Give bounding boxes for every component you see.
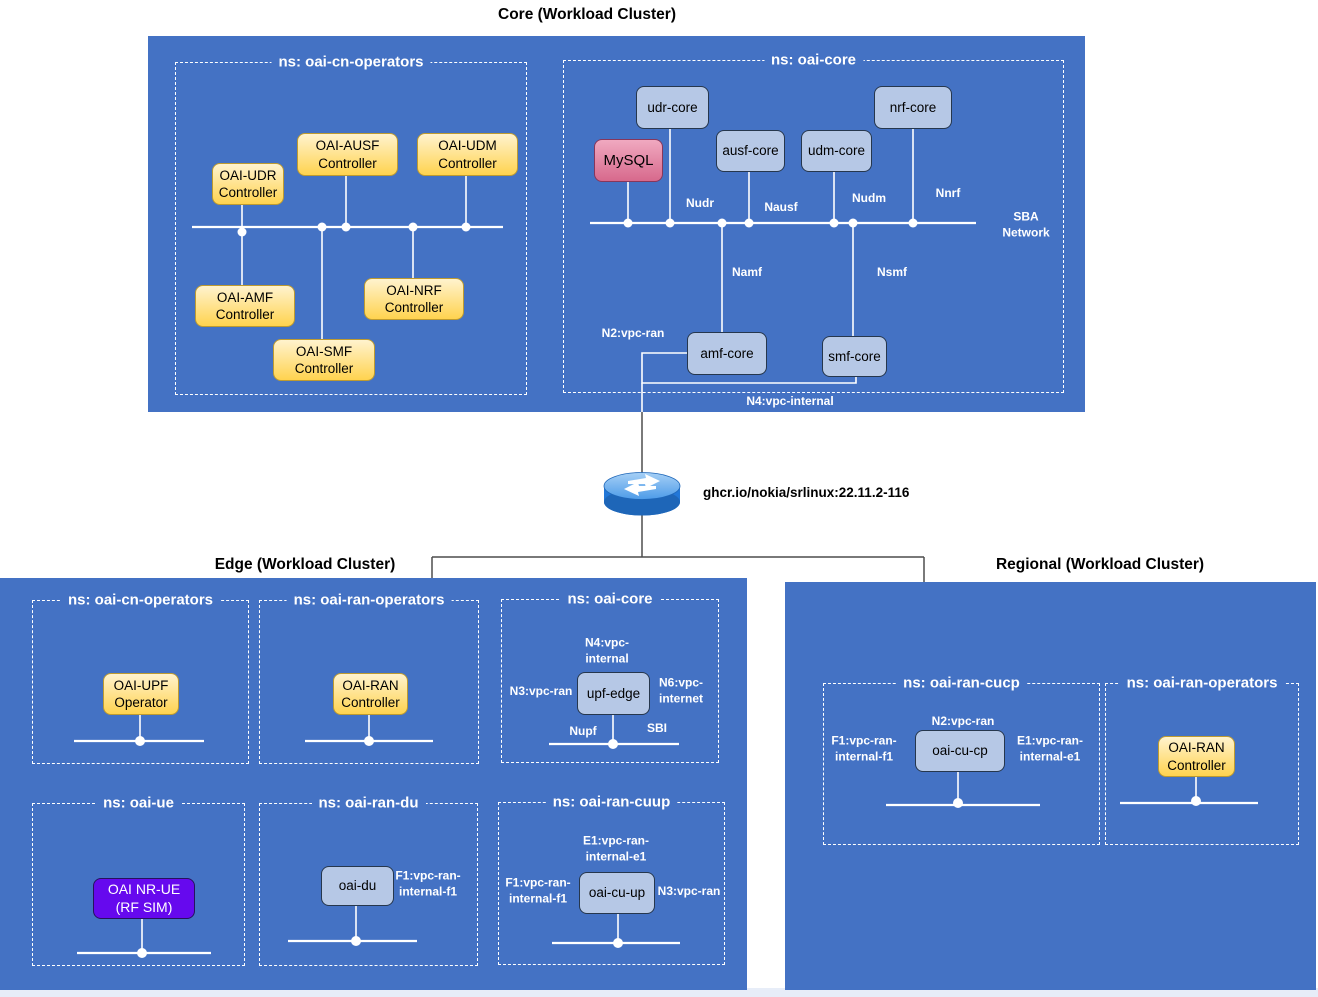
ns-edge-ran-du: ns: oai-ran-du bbox=[259, 794, 478, 966]
node-nrf-core: nrf-core bbox=[874, 86, 952, 129]
label-edge-n3-vpc-ran: N3:vpc-ran bbox=[509, 684, 573, 699]
label-n2-vpc-ran: N2:vpc-ran bbox=[601, 326, 665, 341]
ns-core-cn-operators: ns: oai-cn-operators bbox=[175, 53, 527, 395]
edge-cluster-box bbox=[0, 578, 747, 990]
label-nausf: Nausf bbox=[764, 200, 798, 215]
node-oai-cu-cp: oai-cu-cp bbox=[915, 730, 1005, 772]
ns-title: ns: oai-core bbox=[763, 51, 864, 69]
node-mysql: MySQL bbox=[594, 139, 663, 182]
label-cucp-n2-vpc-ran: N2:vpc-ran bbox=[931, 714, 995, 729]
label-edge-n4-vpc-internal: N4:vpc- internal bbox=[584, 635, 630, 665]
node-udm-core: udm-core bbox=[801, 130, 872, 172]
ns-edge-cn-operators: ns: oai-cn-operators bbox=[32, 591, 249, 764]
ns-title: ns: oai-ran-cucp bbox=[896, 674, 1027, 692]
ns-edge-oai-core: ns: oai-core bbox=[501, 590, 719, 763]
ns-title: ns: oai-core bbox=[560, 590, 660, 608]
router-icon bbox=[603, 472, 681, 516]
ns-core-oai-core: ns: oai-core bbox=[563, 51, 1064, 393]
ns-edge-ran-operators: ns: oai-ran-operators bbox=[259, 591, 479, 764]
label-nnrf: Nnrf bbox=[935, 186, 961, 201]
core-cluster-title: Core (Workload Cluster) bbox=[498, 6, 676, 23]
node-oai-ausf-controller: OAI-AUSF Controller bbox=[297, 133, 398, 176]
node-upf-edge: upf-edge bbox=[577, 672, 650, 715]
ns-title: ns: oai-cn-operators bbox=[271, 53, 431, 71]
router-image-label: ghcr.io/nokia/srlinux:22.11.2-116 bbox=[703, 485, 910, 500]
node-ausf-core: ausf-core bbox=[716, 130, 785, 172]
canvas-bottom-strip bbox=[0, 988, 1318, 997]
label-n4-vpc-internal: N4:vpc-internal bbox=[746, 394, 834, 409]
ns-title: ns: oai-ran-operators bbox=[286, 591, 452, 609]
ns-regional-ran-operators: ns: oai-ran-operators bbox=[1105, 674, 1299, 845]
node-oai-smf-controller: OAI-SMF Controller bbox=[273, 339, 375, 381]
label-cuup-e1-vpc-ran-internal-e1: E1:vpc-ran- internal-e1 bbox=[582, 833, 650, 863]
node-udr-core: udr-core bbox=[636, 86, 709, 129]
ns-edge-oai-ue: ns: oai-ue bbox=[32, 794, 245, 966]
label-namf: Namf bbox=[731, 265, 763, 280]
ns-title: ns: oai-cn-operators bbox=[60, 591, 221, 609]
label-nudr: Nudr bbox=[686, 196, 714, 211]
ns-title: ns: oai-ran-operators bbox=[1119, 674, 1285, 692]
label-cuup-f1-vpc-ran-internal-f1: F1:vpc-ran- internal-f1 bbox=[505, 875, 571, 905]
label-edge-nupf: Nupf bbox=[569, 724, 597, 739]
node-oai-udm-controller: OAI-UDM Controller bbox=[417, 133, 518, 176]
node-oai-du: oai-du bbox=[321, 866, 394, 906]
label-edge-sbi: SBI bbox=[646, 721, 668, 736]
label-sba-network: SBA Network bbox=[1002, 209, 1050, 239]
node-oai-cu-up: oai-cu-up bbox=[579, 872, 655, 914]
ns-title: ns: oai-ue bbox=[96, 794, 181, 812]
regional-cluster-box bbox=[785, 582, 1316, 990]
ns-edge-ran-cuup: ns: oai-ran-cuup bbox=[498, 793, 725, 965]
node-amf-core: amf-core bbox=[687, 332, 767, 375]
node-oai-upf-operator: OAI-UPF Operator bbox=[103, 673, 179, 715]
label-nudm: Nudm bbox=[852, 191, 886, 206]
node-oai-ran-controller-edge: OAI-RAN Controller bbox=[333, 673, 408, 715]
node-oai-amf-controller: OAI-AMF Controller bbox=[195, 285, 295, 327]
label-du-f1-vpc-ran-internal-f1: F1:vpc-ran- internal-f1 bbox=[395, 868, 461, 898]
node-oai-nrf-controller: OAI-NRF Controller bbox=[364, 278, 464, 320]
node-oai-ran-controller-regional: OAI-RAN Controller bbox=[1158, 736, 1235, 777]
node-oai-nr-ue: OAI NR-UE (RF SIM) bbox=[93, 878, 195, 919]
label-nsmf: Nsmf bbox=[876, 265, 908, 280]
label-edge-n6-vpc-internet: N6:vpc- internet bbox=[658, 675, 704, 705]
edge-cluster-title: Edge (Workload Cluster) bbox=[214, 556, 396, 573]
label-cuup-n3-vpc-ran: N3:vpc-ran bbox=[657, 884, 721, 899]
regional-cluster-title: Regional (Workload Cluster) bbox=[995, 556, 1205, 573]
label-cucp-e1-vpc-ran-internal-e1: E1:vpc-ran- internal-e1 bbox=[1016, 733, 1084, 763]
node-smf-core: smf-core bbox=[822, 336, 887, 377]
label-cucp-f1-vpc-ran-internal-f1: F1:vpc-ran- internal-f1 bbox=[831, 733, 897, 763]
node-oai-udr-controller: OAI-UDR Controller bbox=[212, 163, 284, 205]
ns-title: ns: oai-ran-cuup bbox=[545, 793, 678, 811]
ns-title: ns: oai-ran-du bbox=[311, 794, 426, 812]
ns-regional-ran-cucp: ns: oai-ran-cucp bbox=[823, 674, 1100, 845]
